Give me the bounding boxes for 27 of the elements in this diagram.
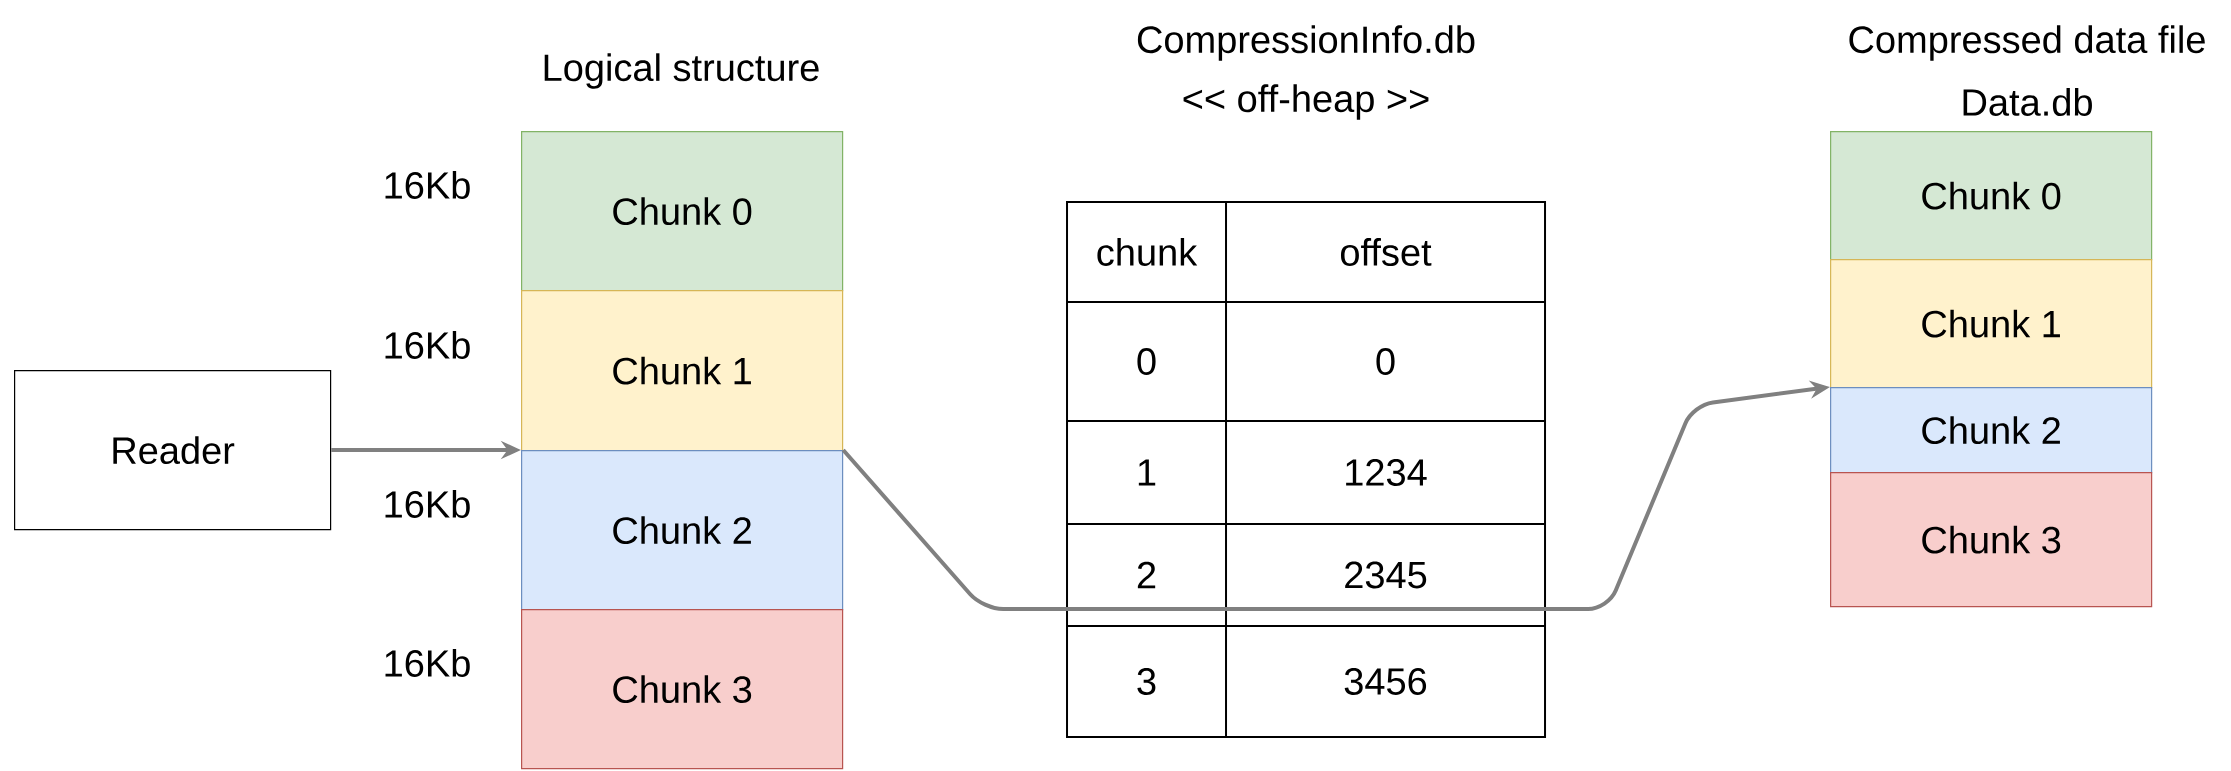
chunk-box: Chunk 3 (521, 609, 844, 770)
chunk-box: Chunk 3 (1830, 472, 2153, 608)
chunk-box: Chunk 2 (1830, 387, 2153, 474)
heading: Compressed data file (1849, 25, 2205, 61)
size-label: 16Kb (385, 331, 470, 359)
table-cell: offset (1341, 238, 1432, 266)
table-cell: 1 (1138, 459, 1156, 486)
chunk-box: Chunk 0 (1830, 131, 2153, 261)
chunk-box: Chunk 1 (1830, 259, 2153, 389)
table-cell: 1234 (1346, 459, 1427, 486)
chunk-box: Chunk 0 (521, 131, 844, 292)
heading: << off-heap >> (1183, 84, 1429, 120)
chunk-box: Chunk 2 (521, 450, 844, 611)
table-cell: 3 (1137, 668, 1156, 695)
size-label: 16Kb (385, 490, 470, 518)
size-label: 16Kb (385, 171, 470, 199)
process-box: Reader (14, 370, 332, 531)
table-cell: 2 (1137, 561, 1156, 589)
table-cell: 2345 (1345, 561, 1427, 589)
heading: Logical structure (544, 53, 819, 89)
size-label: 16Kb (385, 649, 470, 677)
table-cell: chunk (1097, 238, 1198, 266)
heading: CompressionInfo.db (1137, 25, 1475, 61)
chunk-box: Chunk 1 (521, 290, 844, 452)
table-cell: 0 (1137, 348, 1156, 375)
table-cell: 3456 (1344, 668, 1427, 695)
table-cell: 0 (1376, 348, 1395, 375)
